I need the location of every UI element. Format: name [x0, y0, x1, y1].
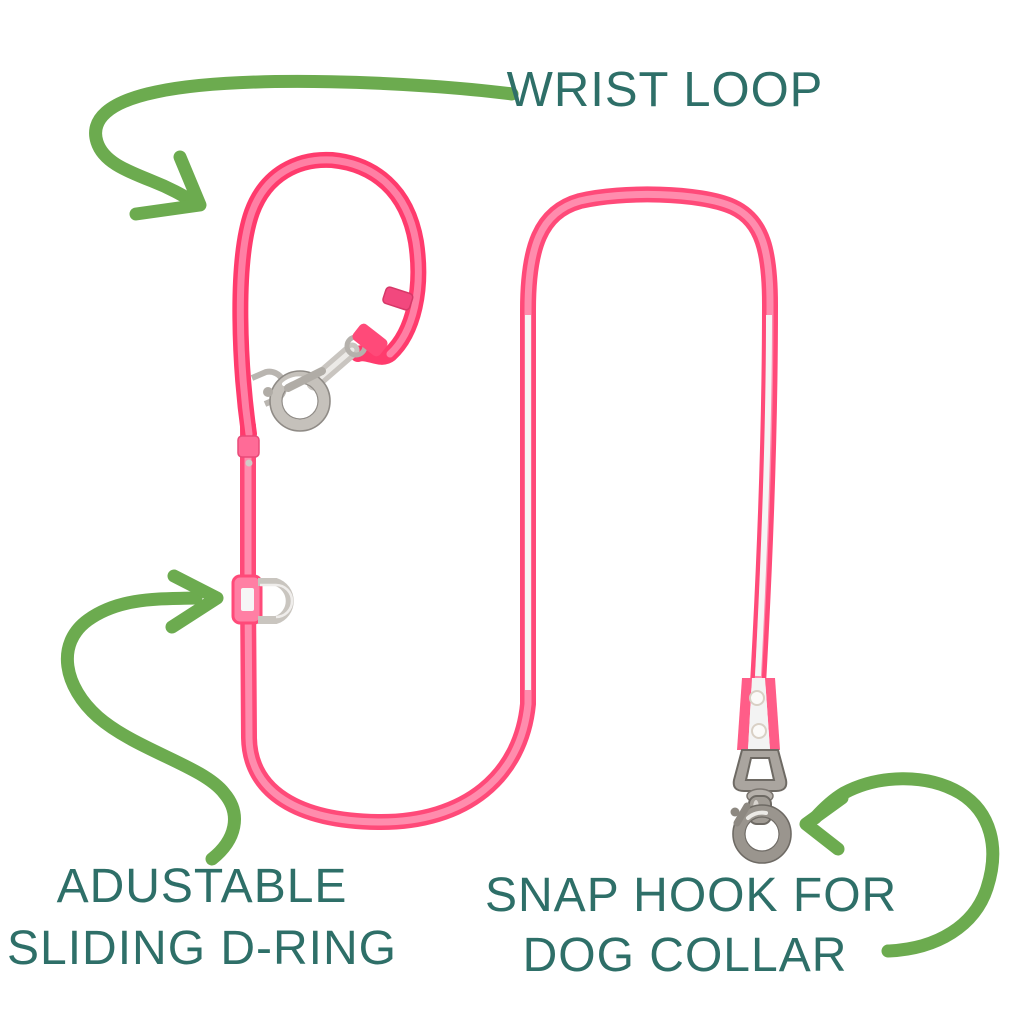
strap-end-plate: [737, 678, 780, 750]
sliding-d-ring: [231, 574, 294, 625]
label-sliding-d-ring: ADUSTABLE SLIDING D-RING: [2, 856, 402, 980]
arrow-wrist-loop: [89, 74, 519, 221]
strap-fold: [352, 323, 388, 357]
snap-hook-line2: DOG COLLAR: [522, 929, 848, 982]
strap-rivet: [245, 459, 253, 467]
leash-strap: [232, 151, 780, 831]
rivet: [751, 723, 767, 739]
bottom-snap-hook: [730, 749, 792, 864]
strap-keeper-left: [237, 435, 260, 458]
label-wrist-loop: WRIST LOOP: [465, 64, 865, 116]
arrow-d-ring: [60, 569, 241, 866]
d-ring-line2: SLIDING D-RING: [6, 922, 398, 975]
latch-nub: [730, 807, 740, 817]
d-ring: [258, 578, 294, 624]
rivet: [749, 690, 765, 706]
arrowhead: [165, 569, 224, 634]
latch-nub: [263, 387, 273, 397]
wrist-loop-strap: [232, 151, 427, 467]
wrist-loop-text: WRIST LOOP: [506, 63, 824, 117]
swivel-eye: [732, 749, 788, 792]
latch: [733, 802, 751, 827]
arrowhead: [799, 791, 849, 856]
label-snap-hook: SNAP HOOK FOR DOG COLLAR: [485, 866, 898, 986]
top-snap-hook: [250, 323, 388, 432]
latch: [284, 367, 326, 392]
d-ring-line1: ADUSTABLE: [56, 860, 348, 913]
arrowhead: [129, 150, 207, 221]
strap-keeper-top: [382, 286, 414, 311]
leash-main-strap: [240, 186, 779, 831]
snap-hook-line1: SNAP HOOK FOR: [485, 869, 898, 922]
arrow-snap-hook: [799, 772, 1000, 958]
